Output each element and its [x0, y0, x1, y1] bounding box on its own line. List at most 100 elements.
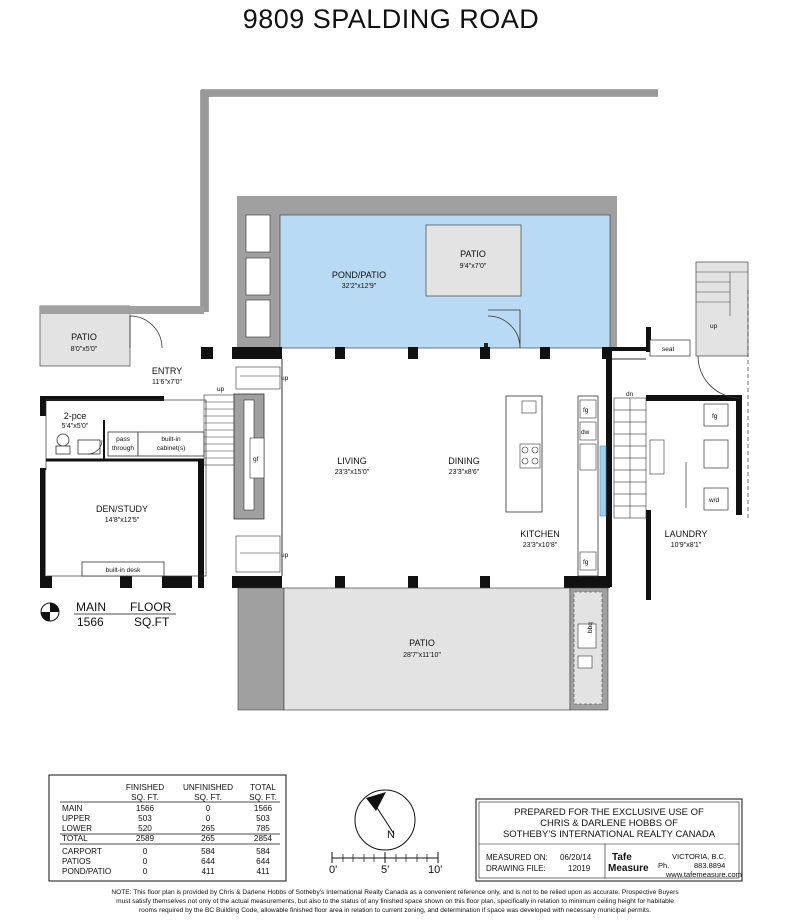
- room-dims-living: 23'3"x15'0": [335, 469, 370, 476]
- prepared-line-1: PREPARED FOR THE EXCLUSIVE USE OF: [514, 807, 704, 818]
- disclaimer-line-2: must satisfy themselves not only of the …: [116, 898, 674, 905]
- pass-through-label: pass: [116, 436, 130, 443]
- area-table-header: FINISHED UNFINISHED TOTAL SQ. FT. SQ. FT…: [126, 783, 277, 802]
- washer-dryer-label: w/d: [708, 497, 720, 504]
- exterior-stairs: [695, 261, 749, 357]
- toilet-tank: [55, 445, 71, 455]
- room-dims-patio-south: 28'7"x11'10": [403, 652, 441, 659]
- brand-top: Tafe: [612, 852, 632, 863]
- scale-bar: [331, 852, 439, 863]
- table-cell: 503: [256, 814, 270, 823]
- scale-label-10: 10': [428, 864, 442, 876]
- brand-bottom: Measure: [608, 863, 649, 874]
- bbq-icon: [577, 623, 597, 649]
- phone-label: Ph.: [658, 861, 669, 870]
- table-cell: 0: [206, 814, 211, 823]
- landing-lower: [235, 535, 281, 573]
- room-dims-patio-inner: 9'4"x7'0": [460, 263, 487, 270]
- entry-door: [129, 315, 163, 349]
- room-name-living: LIVING: [337, 456, 367, 466]
- compass-rose: [354, 789, 416, 851]
- scale-label-5: 5': [381, 864, 389, 876]
- area-table: [48, 774, 287, 882]
- compass-north-label: N: [387, 829, 395, 841]
- kitchen-sink: [579, 443, 597, 471]
- table-cell: 411: [256, 867, 269, 876]
- table-cell: 265: [201, 824, 215, 833]
- svg-text:TOTAL: TOTAL: [250, 783, 276, 792]
- stairs-right: [613, 397, 647, 519]
- sink-icon: [77, 439, 101, 455]
- step-block: [245, 257, 271, 296]
- ext-stairs-up-label: up: [710, 323, 718, 330]
- brand-web: www.tafemeasure.com: [665, 870, 742, 879]
- room-name-patio-inner: PATIO: [460, 249, 486, 259]
- desk-label: built-in desk: [106, 567, 141, 574]
- washer-dryer: [703, 487, 729, 511]
- dishwasher: [579, 421, 597, 441]
- laundry-door: [697, 355, 741, 399]
- room-name-pond-patio: POND/PATIO: [332, 270, 386, 280]
- measured-label: MEASURED ON:: [486, 853, 548, 862]
- gas-fireplace-label: gf: [253, 456, 259, 463]
- table-cell: 0: [143, 867, 148, 876]
- measured-value: 06/20/14: [560, 853, 592, 862]
- exterior-steps: [696, 271, 748, 316]
- room-name-patio-south: PATIO: [409, 638, 435, 648]
- island-sink: [521, 400, 537, 414]
- prepared-line-2: CHRIS & DARLENE HOBBS OF: [540, 818, 678, 829]
- room-name-laundry: LAUNDRY: [665, 529, 708, 539]
- laundry-fridge: [703, 403, 729, 427]
- phone-number: 883.8894: [694, 861, 725, 870]
- freezer-label: fg: [583, 559, 589, 566]
- floor-level: MAIN: [76, 600, 106, 614]
- laundry-sink: [703, 439, 729, 469]
- fridge-label: fg: [583, 407, 589, 414]
- svg-text:SQ. FT.: SQ. FT.: [249, 793, 277, 802]
- gas-fireplace: [249, 437, 265, 479]
- table-cell: 644: [256, 857, 270, 866]
- table-cell: 0: [143, 847, 148, 856]
- seat: [649, 339, 691, 357]
- carport-wall: [201, 90, 208, 312]
- west-patio: [39, 305, 131, 367]
- table-cell: 2854: [254, 834, 273, 843]
- freezer: [579, 551, 597, 571]
- fridge: [579, 399, 597, 419]
- table-cell: 584: [201, 847, 215, 856]
- step-block: [245, 299, 271, 338]
- prepared-box: [475, 798, 743, 882]
- scale-label-0: 0': [329, 864, 337, 876]
- cooktop-icon: [519, 443, 541, 469]
- pass-through: [107, 431, 139, 457]
- carport-wall-top: [201, 90, 658, 96]
- prepared-line-3: SOTHEBY'S INTERNATIONAL REALTY CANADA: [503, 829, 716, 840]
- toilet-icon: [56, 433, 70, 447]
- table-cell: 520: [138, 824, 152, 833]
- floor-label: [40, 602, 60, 622]
- laundry-fridge-label: fg: [712, 413, 718, 420]
- svg-text:FINISHED: FINISHED: [126, 783, 164, 792]
- up-label-lower: up: [281, 552, 289, 559]
- south-patio: [283, 587, 571, 711]
- room-dims-kitchen: 23'3"x10'8": [523, 542, 558, 549]
- exterior-walls: [40, 327, 742, 600]
- floor-area: 1566: [77, 615, 104, 629]
- svg-text:SQ. FT.: SQ. FT.: [131, 793, 159, 802]
- table-cell: 584: [256, 847, 270, 856]
- drawing-label: DRAWING FILE:: [486, 864, 546, 873]
- floor-word: FLOOR: [130, 600, 172, 614]
- floor-unit: SQ.FT: [134, 615, 170, 629]
- built-in-desk: [81, 561, 165, 577]
- room-dims-two-pce: 5'4"x5'0": [62, 423, 89, 430]
- table-row-label: UPPER: [62, 814, 90, 823]
- west-patio-wall: [40, 306, 204, 314]
- svg-text:UNFINISHED: UNFINISHED: [183, 783, 233, 792]
- room-name-patio-west: PATIO: [71, 332, 97, 342]
- kitchen-counter: [577, 395, 599, 577]
- room-name-dining: DINING: [448, 456, 480, 466]
- table-cell: 2589: [136, 834, 155, 843]
- prepared-box-inner: [478, 801, 740, 879]
